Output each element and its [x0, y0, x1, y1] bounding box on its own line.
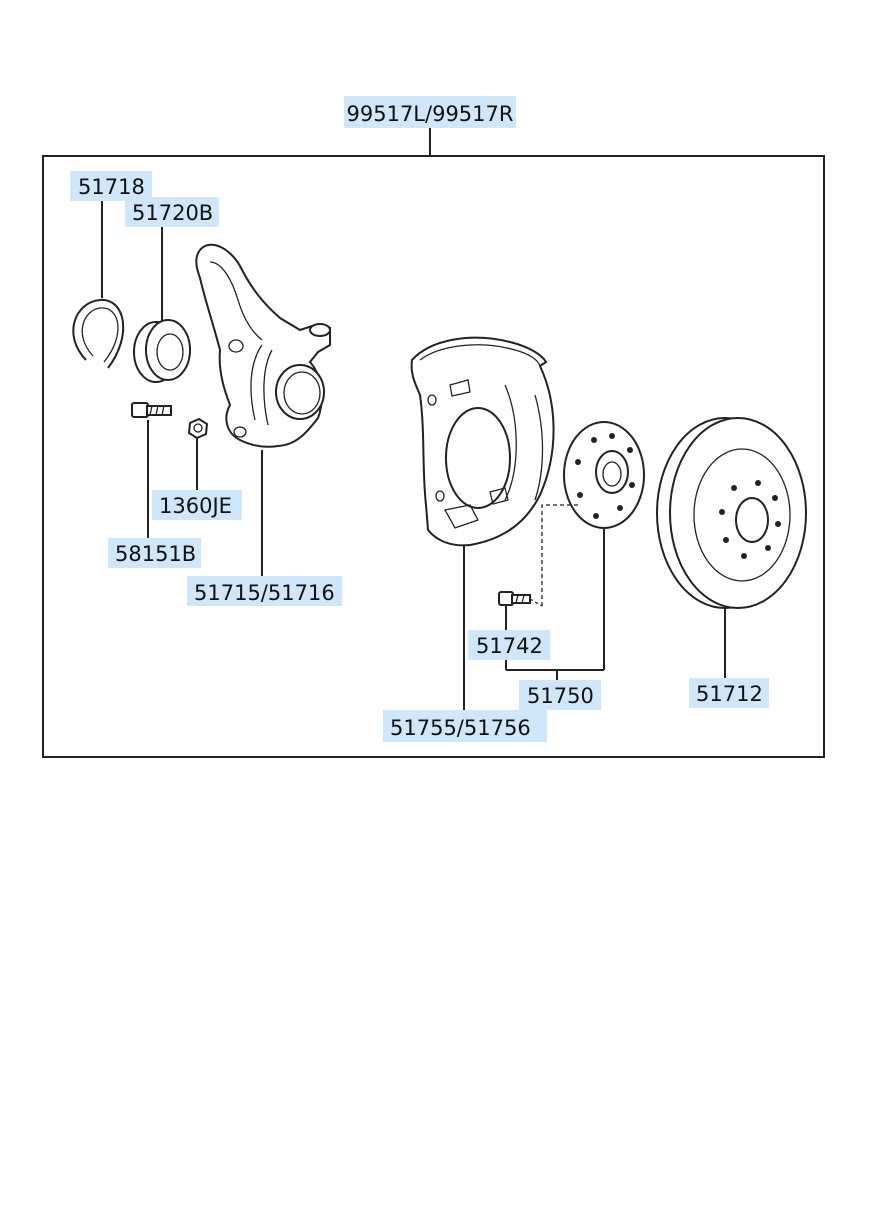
disc-callout[interactable]: 51712 — [689, 678, 769, 708]
bearing-part[interactable] — [133, 225, 191, 383]
bearing-callout[interactable]: 51720B — [125, 197, 219, 227]
snap-ring-part[interactable] — [72, 200, 125, 369]
bolt-label: 58151B — [115, 542, 196, 566]
dust-cover-part[interactable] — [410, 336, 555, 712]
hub-bolt-part[interactable] — [498, 504, 578, 632]
disc-label: 51712 — [696, 682, 763, 706]
snap-ring-label: 51718 — [78, 175, 145, 199]
hub-bolt-callout[interactable]: 51742 — [468, 630, 550, 660]
bolt-part[interactable] — [131, 402, 172, 540]
hub-bracket — [505, 660, 604, 682]
nut-label: 1360JE — [159, 494, 232, 518]
dust-cover-callout[interactable]: 51755/51756 — [383, 710, 547, 742]
knuckle-callout[interactable]: 51715/51716 — [187, 576, 342, 606]
nut-part[interactable] — [187, 417, 209, 492]
disc-part[interactable] — [656, 417, 807, 680]
hub-label: 51750 — [527, 684, 594, 708]
bearing-label: 51720B — [132, 201, 213, 225]
knuckle-label: 51715/51716 — [194, 581, 335, 605]
hub-callout[interactable]: 51750 — [519, 680, 601, 710]
hub-part[interactable] — [563, 421, 645, 670]
hub-bolt-label: 51742 — [476, 634, 543, 658]
knuckle-part[interactable] — [195, 243, 331, 578]
assembly-callout[interactable]: 99517L/99517R — [344, 96, 516, 156]
assembly-label: 99517L/99517R — [347, 102, 514, 126]
bolt-callout[interactable]: 58151B — [108, 538, 201, 568]
nut-callout[interactable]: 1360JE — [152, 490, 242, 520]
assembly-frame — [42, 155, 825, 758]
dust-cover-label: 51755/51756 — [390, 716, 531, 740]
snap-ring-callout[interactable]: 51718 — [70, 171, 152, 201]
